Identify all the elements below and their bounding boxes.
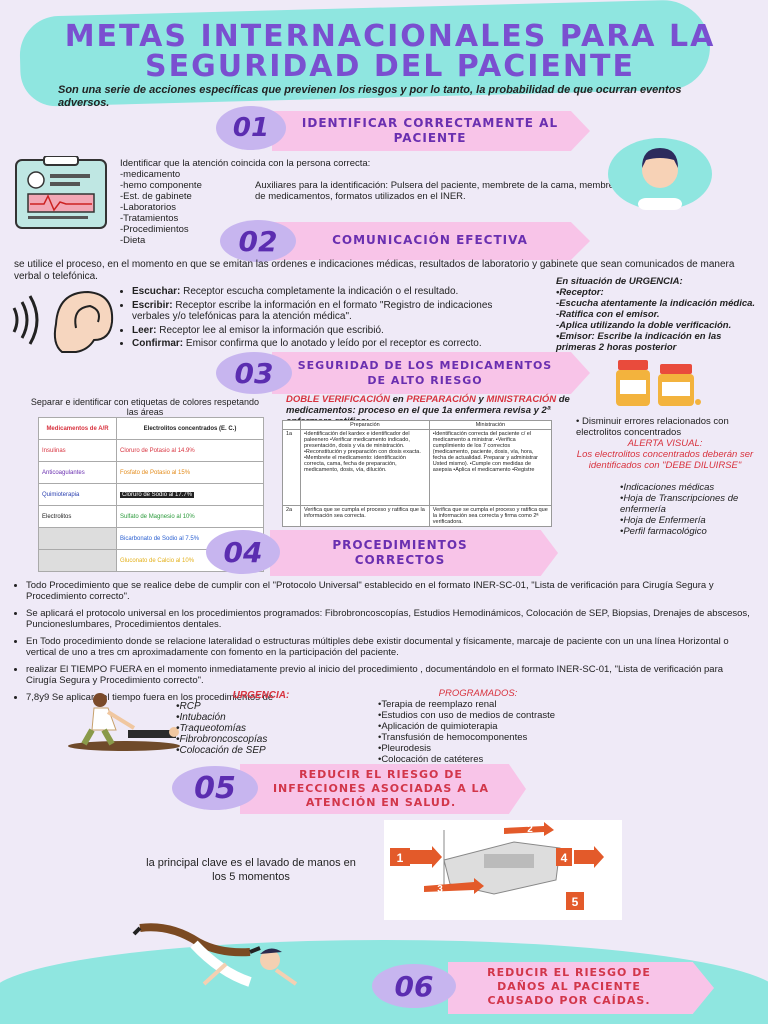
section-01-number: 01 (216, 106, 286, 150)
section-04-title: PROCEDIMIENTOS CORRECTOS (332, 538, 468, 567)
s1-item: -Procedimientos (120, 224, 189, 235)
table-header (282, 420, 301, 430)
section-05-banner (240, 764, 526, 814)
list-item: realizar El TIEMPO FUERA en el momento i… (26, 664, 756, 686)
alert-text: Los electrolitos concentrados deberán se… (576, 449, 754, 471)
s2-step: Confirmar: Emisor confirma que lo anotad… (132, 338, 520, 350)
table-row: 2a Verifica que se cumpla el proceso y r… (282, 505, 553, 527)
pill-bottles-icon (612, 356, 704, 408)
s2-steps: Escuchar: Receptor escucha completamente… (120, 286, 520, 352)
section-03-banner (272, 352, 590, 394)
section-06-number: 06 (372, 964, 456, 1008)
s5-handwash-text: la principal clave es el lavado de manos… (146, 857, 356, 883)
table-row: 1a •Identificación del kardex e identifi… (282, 429, 553, 506)
s3-separate-text: Separar e identificar con etiquetas de c… (30, 397, 260, 417)
s1-item: -Est. de gabinete (120, 191, 192, 202)
s2-step: Escuchar: Receptor escucha completamente… (132, 286, 520, 298)
section-06-title: REDUCIR EL RIESGO DE DAÑOS AL PACIENTE C… (487, 966, 651, 1007)
clipboard-icon (14, 155, 108, 230)
section-02-title: COMUNICACIÓN EFECTIVA (332, 233, 528, 247)
s1-item: -hemo componente (120, 180, 202, 191)
section-05-number: 05 (172, 766, 258, 810)
s3-verification-table: Preparación Ministración 1a •Identificac… (282, 420, 553, 527)
list-item: Todo Procedimiento que se realice debe d… (26, 580, 756, 602)
page-title: METAS INTERNACIONALES PARA LA SEGURIDAD … (64, 19, 716, 84)
cpr-illustration (64, 690, 180, 754)
falling-person-illustration (100, 922, 300, 988)
moment-3-label: 3 (437, 884, 443, 895)
s2-intro: se utilice el proceso, en el momento en … (14, 259, 735, 282)
moment-1-label: 1 (397, 851, 404, 865)
moment-5-label: 5 (572, 895, 579, 909)
programmed-title: PROGRAMADOS: (438, 688, 518, 699)
s4-urgency: URGENCIA: •RCP •Intubación •Traqueotomía… (176, 690, 346, 756)
table-header: Ministración (428, 420, 553, 430)
section-01-title: IDENTIFICAR CORRECTAMENTE AL PACIENTE (301, 116, 559, 145)
list-item: En Todo procedimiento donde se relacione… (26, 636, 756, 658)
alert-title: ALERTA VISUAL: (627, 438, 703, 449)
s1-item: -Laboratorios (120, 202, 176, 213)
section-02-banner (272, 222, 590, 260)
s1-list-intro: Identificar que la atención coincida con… (120, 158, 371, 169)
s4-bullets: Todo Procedimiento que se realice debe d… (14, 580, 756, 705)
section-05-title: REDUCIR EL RIESGO DE INFECCIONES ASOCIAD… (272, 768, 490, 809)
s3-alert: ALERTA VISUAL: Los electrolitos concentr… (574, 438, 756, 471)
urgency-title: URGENCIA: (232, 690, 290, 701)
patient-avatar (608, 130, 712, 210)
section-06-banner (448, 962, 714, 1014)
s1-item: -Dieta (120, 235, 146, 246)
s3-med-table: Medicamentos de A/R Electrolitos concent… (38, 417, 264, 572)
s1-list: Identificar que la atención coincida con… (120, 158, 430, 246)
s1-item: -Tratamientos (120, 213, 179, 224)
list-item: 7,8y9 Se aplicará el tiempo fuera en los… (26, 692, 756, 703)
section-01-banner (272, 111, 590, 151)
s1-item: -medicamento (120, 169, 181, 180)
section-04-number: 04 (206, 530, 280, 574)
section-02-number: 02 (220, 220, 296, 262)
five-moments-diagram: 1 2 3 4 5 (384, 820, 622, 920)
list-item: Se aplicará el protocolo universal en lo… (26, 608, 756, 630)
s2-urgency: En situación de URGENCIA: •Receptor: -Es… (556, 276, 756, 353)
s2-step: Leer: Receptor lee al emisor la informac… (132, 325, 520, 337)
section-03-title: SEGURIDAD DE LOS MEDICAMENTOS DE ALTO RI… (297, 359, 553, 387)
s1-aux-text: Auxiliares para la identificación: Pulse… (255, 180, 622, 202)
intro-text: Son una serie de acciones específicas qu… (58, 84, 682, 109)
s2-step: Escribir: Receptor escribe la informació… (132, 300, 520, 323)
s3-right-bullet: • Disminuir errores relacionados con ele… (576, 416, 729, 438)
section-03-number: 03 (216, 352, 292, 394)
section-04-banner (270, 530, 558, 576)
table-header: Medicamentos de A/R (38, 417, 117, 440)
s4-programmed: PROGRAMADOS: •Terapia de reemplazo renal… (378, 688, 578, 765)
table-header: Electrolitos concentrados (E. C.) (116, 417, 264, 440)
s3-alert-list: •Indicaciones médicas •Hoja de Transcrip… (620, 482, 739, 537)
moment-4-label: 4 (561, 851, 568, 865)
moment-2-label: 2 (527, 824, 533, 835)
ear-icon (6, 288, 116, 354)
table-header: Preparación (300, 420, 430, 430)
